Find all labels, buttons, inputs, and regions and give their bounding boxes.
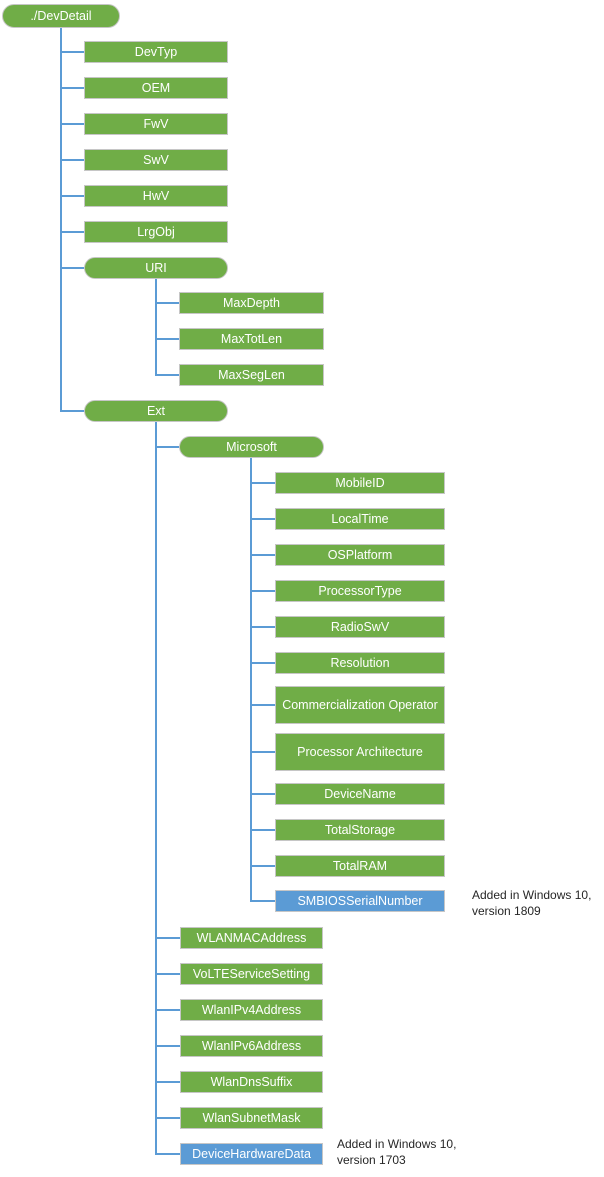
- node-processor-architecture: Processor Architecture: [275, 733, 445, 771]
- node-uri: URI: [84, 257, 228, 279]
- node-hwv: HwV: [84, 185, 228, 207]
- node-wlanipv4address: WlanIPv4Address: [180, 999, 323, 1021]
- connector-group: [60, 28, 276, 1155]
- node-devtyp: DevTyp: [84, 41, 228, 63]
- node-resolution: Resolution: [275, 652, 445, 674]
- node-smbiosserialnumber: SMBIOSSerialNumber: [275, 890, 445, 912]
- node-oem: OEM: [84, 77, 228, 99]
- node-devdetail-root: ./DevDetail: [2, 4, 120, 28]
- node-microsoft: Microsoft: [179, 436, 324, 458]
- node-maxseglen: MaxSegLen: [179, 364, 324, 386]
- node-volteservicesetting: VoLTEServiceSetting: [180, 963, 323, 985]
- node-devicehardwaredata: DeviceHardwareData: [180, 1143, 323, 1165]
- node-totalstorage: TotalStorage: [275, 819, 445, 841]
- node-localtime: LocalTime: [275, 508, 445, 530]
- node-osplatform: OSPlatform: [275, 544, 445, 566]
- node-wlansubnetmask: WlanSubnetMask: [180, 1107, 323, 1129]
- node-devicename: DeviceName: [275, 783, 445, 805]
- annotation-smbios-added-1809: Added in Windows 10, version 1809: [472, 888, 592, 919]
- node-radioswv: RadioSwV: [275, 616, 445, 638]
- node-maxtotlen: MaxTotLen: [179, 328, 324, 350]
- node-totalram: TotalRAM: [275, 855, 445, 877]
- node-wlanipv6address: WlanIPv6Address: [180, 1035, 323, 1057]
- node-lrgobj: LrgObj: [84, 221, 228, 243]
- node-processortype: ProcessorType: [275, 580, 445, 602]
- node-swv: SwV: [84, 149, 228, 171]
- node-ext: Ext: [84, 400, 228, 422]
- node-wlandnssuffix: WlanDnsSuffix: [180, 1071, 323, 1093]
- node-wlanmacaddress: WLANMACAddress: [180, 927, 323, 949]
- node-mobileid: MobileID: [275, 472, 445, 494]
- node-fwv: FwV: [84, 113, 228, 135]
- node-commercialization-operator: Commercialization Operator: [275, 686, 445, 724]
- annotation-devicehardware-added-1703: Added in Windows 10, version 1703: [337, 1137, 457, 1168]
- node-maxdepth: MaxDepth: [179, 292, 324, 314]
